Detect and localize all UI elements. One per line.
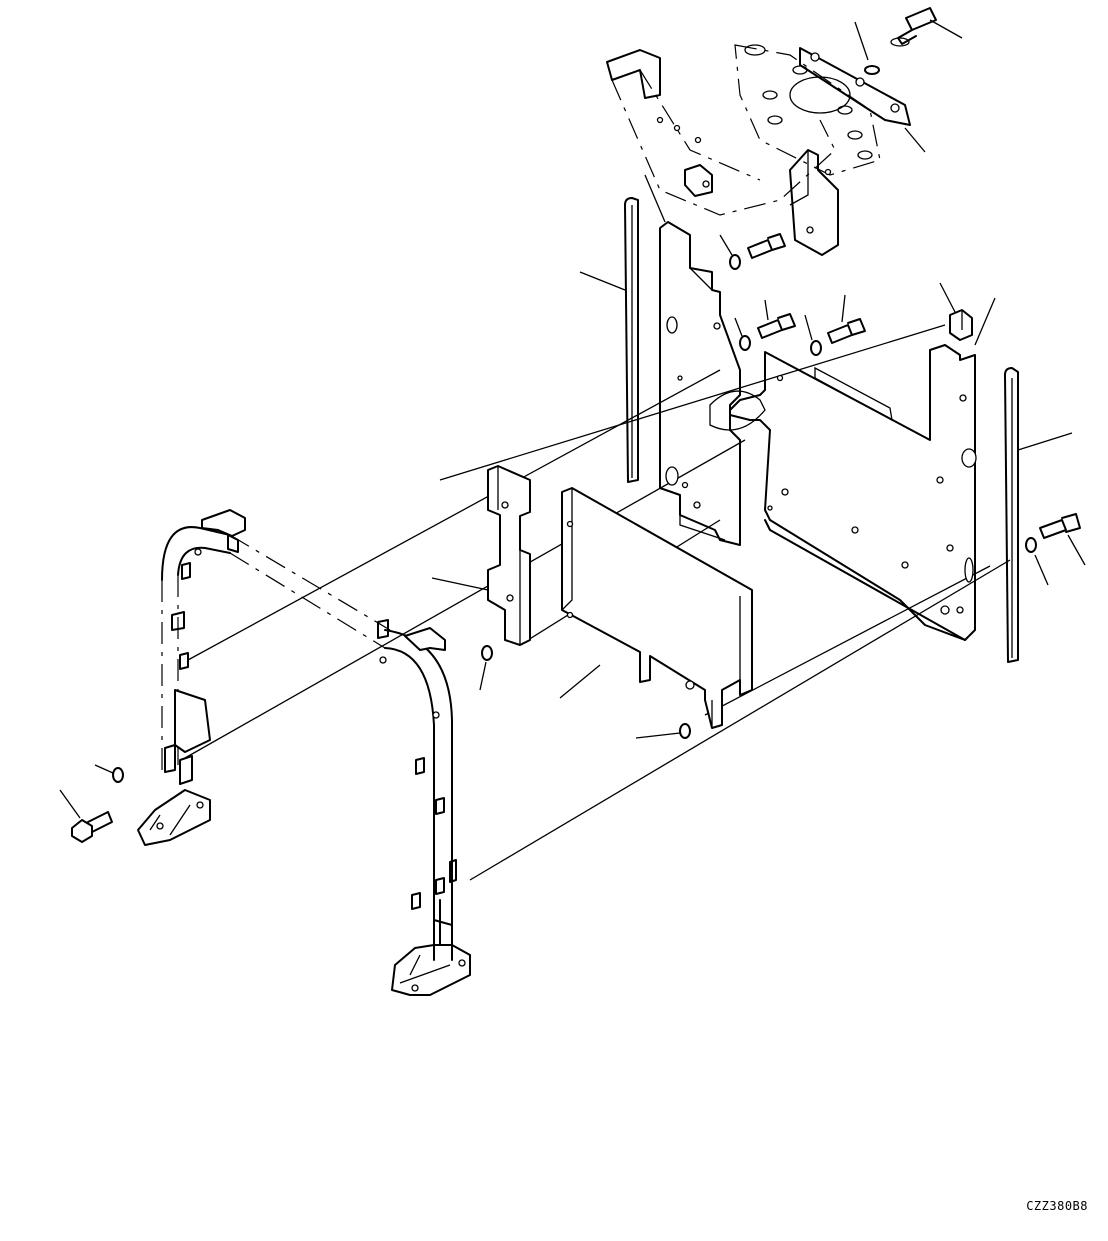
mid-bolt-left [740,314,795,350]
left-mounting-plate [660,222,740,545]
left-washer [113,768,123,782]
o-ring-left [482,646,492,660]
top-bolt [891,8,936,46]
drawing-code: CZZ380B8 [1026,1199,1088,1213]
right-bolt [1026,514,1080,552]
right-seal-strip [1005,368,1018,662]
leader-lines [60,20,1085,818]
spacer-block [488,466,530,645]
top-clip [950,310,972,340]
small-bracket [790,150,838,255]
o-ring-lower [680,724,690,738]
mid-bolt-right [811,319,865,355]
right-back-plate [710,345,976,640]
top-washer [865,66,879,74]
center-flat-plate [562,488,752,728]
mid-bolt-upper [730,234,785,269]
left-bolt [72,812,112,842]
gasket-plate [735,45,910,175]
left-seal-strip [625,198,638,482]
tubular-frame [138,510,470,995]
upper-cover-panel [607,50,835,215]
